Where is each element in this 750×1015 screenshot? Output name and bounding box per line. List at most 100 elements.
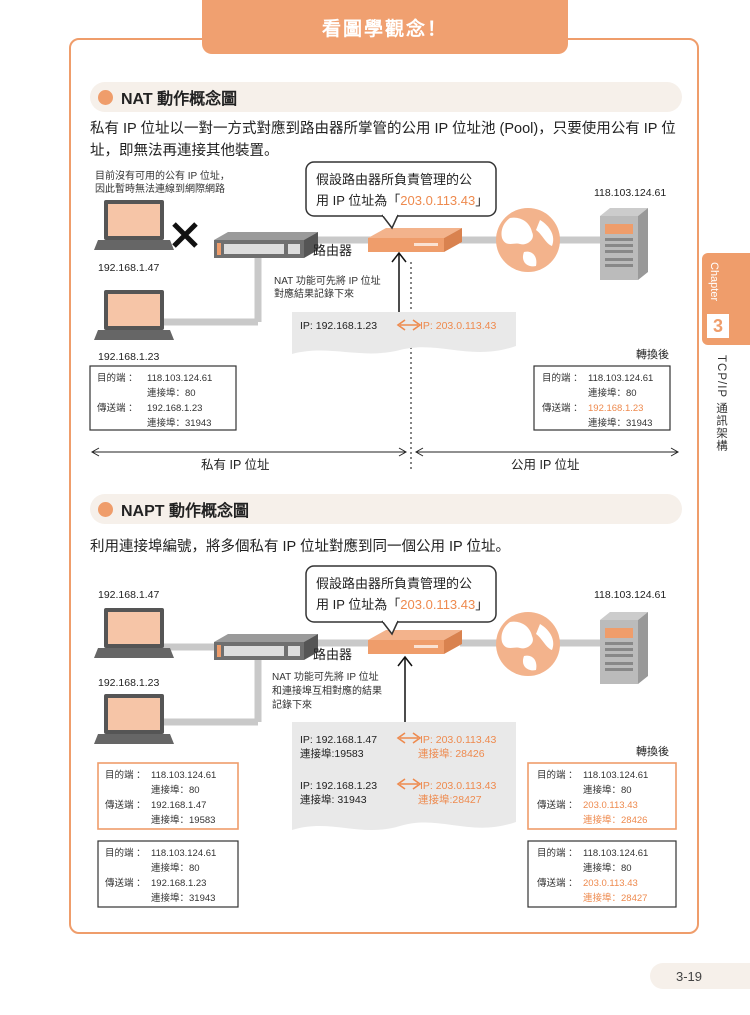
napt-router-note-line2: 和連接埠互相對應的結果 [272, 684, 382, 697]
napt-row2-right-port: 連接埠:28427 [418, 793, 482, 806]
packet-dst-ip: 118.103.124.61 [583, 848, 648, 859]
nat-diagram: 目前沒有可用的公有 IP 位址， 因此暫時無法連線到網際網路 192.168.1… [89, 161, 680, 472]
packet-dst-ip: 118.103.124.61 [151, 848, 216, 859]
packet-dst-port: 連接埠：80 [583, 862, 632, 874]
double-arrow-icon [396, 778, 422, 790]
nat-router-label: 路由器 [313, 243, 352, 258]
nat-bubble-prefix: 用 IP 位址為「 [316, 193, 400, 208]
napt-router-note-line3: 記錄下來 [272, 698, 312, 711]
napt-row2-left-port: 連接埠: 31943 [300, 793, 367, 806]
napt-bubble-line1: 假設路由器所負責管理的公 [316, 576, 472, 591]
napt-right-packet-box-1: 目的端 ： 118.103.124.61 連接埠：80 傳送端 ： 203.0.… [527, 762, 677, 830]
packet-src-label: 傳送端 ： [537, 877, 578, 889]
napt-router-label: 路由器 [313, 647, 352, 662]
internet-globe-icon [496, 612, 560, 676]
nat-heading-text: NAT 動作概念圖 [121, 91, 238, 108]
packet-dst-port: 連接埠：80 [583, 784, 632, 796]
server-icon [600, 208, 648, 280]
napt-row1-left-ip: IP: 192.168.1.47 [300, 734, 377, 746]
packet-src-label: 傳送端 ： [105, 877, 146, 889]
napt-row1-left-port: 連接埠:19583 [300, 747, 364, 760]
packet-src-ip: 192.168.1.23 [588, 403, 643, 414]
banner-title: 看圖學觀念！ [202, 0, 568, 54]
packet-dst-port: 連接埠：80 [151, 862, 200, 874]
bullet-dot-icon [98, 501, 113, 517]
napt-bubble-suffix: 」 [475, 597, 488, 612]
napt-server-ip: 118.103.124.61 [594, 589, 666, 601]
page-number: 3-19 [650, 963, 750, 989]
packet-dst-label: 目的端 ： [105, 769, 146, 781]
private-ip-label: 私有 IP 位址 [201, 457, 270, 472]
blocked-x-icon [172, 222, 198, 248]
svg-text:用 IP 位址為「203.0.113.43」: 用 IP 位址為「203.0.113.43」 [316, 597, 488, 612]
packet-src-port: 連接埠：28427 [583, 892, 647, 904]
laptop-icon [94, 200, 174, 250]
packet-dst-port: 連接埠：80 [588, 387, 637, 399]
nat-server-ip: 118.103.124.61 [594, 187, 666, 199]
napt-right-packet-box-2: 目的端 ： 118.103.124.61 連接埠：80 傳送端 ： 203.0.… [527, 840, 677, 908]
chapter-title: TCP/IP 通訊架構 [715, 355, 727, 453]
nat-no-ip-note-line1: 目前沒有可用的公有 IP 位址， [95, 169, 230, 182]
packet-dst-ip: 118.103.124.61 [583, 770, 648, 781]
napt-translation-table: IP: 192.168.1.47 連接埠:19583 IP: 203.0.113… [292, 722, 516, 830]
napt-row1-right-ip: IP: 203.0.113.43 [420, 734, 496, 746]
packet-dst-port: 連接埠：80 [151, 784, 200, 796]
server-icon [600, 612, 648, 684]
napt-heading-text: NAPT 動作概念圖 [121, 503, 250, 520]
packet-dst-port: 連接埠：80 [147, 387, 196, 399]
packet-src-ip: 192.168.1.47 [151, 800, 206, 811]
napt-left-packet-box-1: 目的端 ： 118.103.124.61 連接埠：80 傳送端 ： 192.16… [97, 762, 239, 830]
napt-bubble-prefix: 用 IP 位址為「 [316, 597, 400, 612]
packet-src-port: 連接埠：31943 [151, 892, 215, 904]
svg-text:用 IP 位址為「203.0.113.43」: 用 IP 位址為「203.0.113.43」 [316, 193, 488, 208]
packet-src-port: 連接埠：31943 [588, 417, 652, 429]
napt-section-heading: NAPT 動作概念圖 [90, 494, 682, 524]
nat-no-ip-note-line2: 因此暫時無法連線到網際網路 [95, 182, 225, 195]
nat-router-note-line2: 對應結果記錄下來 [274, 287, 354, 300]
nat-router-note-line1: NAT 功能可先將 IP 位址 [274, 274, 381, 287]
nat-translation-table: IP: 192.168.1.23 IP: 203.0.113.43 [292, 312, 516, 354]
napt-router-note-line1: NAT 功能可先將 IP 位址 [272, 670, 379, 683]
napt-bubble-ip: 203.0.113.43 [400, 597, 475, 612]
nat-ip-pool-bubble: 假設路由器所負責管理的公 用 IP 位址為「203.0.113.43」 [305, 161, 497, 230]
packet-src-label: 傳送端 ： [542, 402, 583, 414]
nat-section-heading: NAT 動作概念圖 [90, 82, 682, 112]
bullet-dot-icon [98, 89, 113, 105]
packet-src-ip: 192.168.1.23 [147, 403, 202, 414]
napt-row1-right-port: 連接埠: 28426 [418, 747, 485, 760]
packet-src-ip: 192.168.1.23 [151, 878, 206, 889]
packet-dst-label: 目的端 ： [105, 847, 146, 859]
nat-table-public-ip: IP: 203.0.113.43 [420, 320, 496, 332]
packet-src-ip: 203.0.113.43 [583, 878, 638, 889]
napt-ip-pool-bubble: 假設路由器所負責管理的公 用 IP 位址為「203.0.113.43」 [305, 565, 497, 636]
nat-bubble-ip: 203.0.113.43 [400, 193, 475, 208]
laptop-icon [94, 290, 174, 340]
nat-table-private-ip: IP: 192.168.1.23 [300, 320, 377, 332]
public-ip-label: 公用 IP 位址 [511, 457, 580, 472]
switch-icon [214, 232, 318, 258]
double-arrow-icon [396, 732, 422, 744]
chapter-number: 3 [707, 314, 729, 338]
double-arrow-icon [396, 319, 422, 331]
napt-row2-right-ip: IP: 203.0.113.43 [420, 780, 496, 792]
napt-pc2-ip: 192.168.1.23 [98, 677, 159, 689]
napt-converted-label: 轉換後 [636, 744, 669, 758]
nat-pc2-ip: 192.168.1.23 [98, 351, 159, 363]
private-range-arrow [90, 447, 408, 457]
napt-description: 利用連接埠編號，將多個私有 IP 位址對應到同一個公用 IP 位址。 [90, 539, 510, 555]
laptop-icon [94, 694, 174, 744]
packet-dst-label: 目的端 ： [542, 372, 583, 384]
packet-src-ip: 203.0.113.43 [583, 800, 638, 811]
nat-right-packet-box: 目的端 ： 118.103.124.61 連接埠：80 傳送端 ： 192.16… [533, 365, 671, 431]
nat-left-packet-box: 目的端 ： 118.103.124.61 連接埠：80 傳送端 ： 192.16… [89, 365, 237, 431]
napt-pc1-ip: 192.168.1.47 [98, 589, 159, 601]
packet-src-label: 傳送端 ： [537, 799, 578, 811]
packet-dst-ip: 118.103.124.61 [147, 373, 212, 384]
packet-dst-label: 目的端 ： [537, 847, 578, 859]
packet-src-label: 傳送端 ： [97, 402, 138, 414]
nat-bubble-line1: 假設路由器所負責管理的公 [316, 172, 472, 187]
chapter-label: Chapter [708, 262, 720, 302]
napt-row2-left-ip: IP: 192.168.1.23 [300, 780, 377, 792]
switch-icon [214, 634, 318, 660]
